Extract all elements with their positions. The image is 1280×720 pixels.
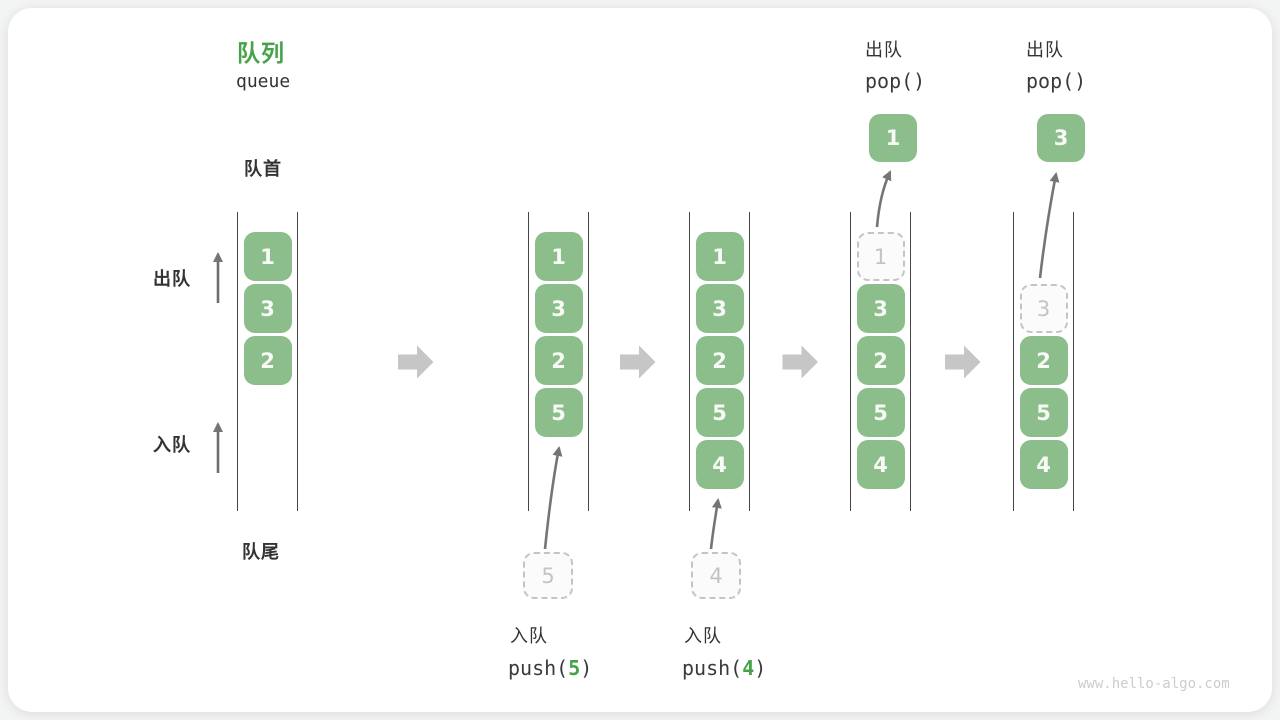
pop-operation-code: pop() (1026, 69, 1087, 93)
popped-element: 3 (1037, 114, 1085, 162)
pop-operation-label: 出队 (1026, 40, 1064, 61)
pop-operation-label: 出队 (865, 40, 903, 61)
diagram-card (8, 8, 1272, 712)
queue-element: 5 (856, 388, 905, 437)
popped-element: 1 (869, 114, 917, 162)
queue-element: 2 (1019, 336, 1068, 385)
queue-element: 4 (695, 440, 744, 489)
queue-element: 2 (856, 336, 905, 385)
code-end: ) (580, 656, 593, 680)
queue-element: 2 (695, 336, 744, 385)
push-operation-label: 入队 (510, 626, 548, 647)
page-subtitle: queue (236, 71, 291, 92)
page-title: 队列 (237, 41, 285, 67)
code-arg: 4 (742, 656, 755, 680)
state-column-2: 1 3 2 5 (528, 212, 589, 511)
dequeue-label: 出队 (153, 269, 191, 290)
state-column-5: 3 2 5 4 (1013, 212, 1074, 511)
queue-front-label: 队首 (244, 159, 282, 180)
state-column-1: 1 3 2 (237, 212, 298, 511)
incoming-element: 5 (523, 552, 573, 599)
push-operation-code: push(5) (508, 656, 592, 680)
queue-element: 1 (243, 232, 292, 281)
queue-element: 3 (695, 284, 744, 333)
queue-element: 2 (243, 336, 292, 385)
ghost-element: 3 (1019, 284, 1068, 333)
queue-element: 1 (695, 232, 744, 281)
enqueue-label: 入队 (153, 435, 191, 456)
push-operation-label: 入队 (684, 626, 722, 647)
queue-element: 5 (695, 388, 744, 437)
watermark: www.hello-algo.com (1078, 676, 1230, 692)
state-column-3: 1 3 2 5 4 (689, 212, 750, 511)
state-column-4: 1 3 2 5 4 (850, 212, 911, 511)
queue-element: 5 (534, 388, 583, 437)
queue-rear-label: 队尾 (242, 542, 280, 563)
pop-operation-code: pop() (865, 69, 926, 93)
code-arg: 5 (568, 656, 581, 680)
code-fn: push( (682, 656, 743, 680)
queue-element: 5 (1019, 388, 1068, 437)
queue-element: 2 (534, 336, 583, 385)
incoming-element: 4 (691, 552, 741, 599)
queue-element: 4 (1019, 440, 1068, 489)
queue-element: 3 (534, 284, 583, 333)
queue-element: 3 (243, 284, 292, 333)
queue-element: 4 (856, 440, 905, 489)
push-operation-code: push(4) (682, 656, 766, 680)
queue-element: 3 (856, 284, 905, 333)
queue-element: 1 (534, 232, 583, 281)
code-fn: push( (508, 656, 569, 680)
code-end: ) (754, 656, 767, 680)
ghost-element: 1 (856, 232, 905, 281)
